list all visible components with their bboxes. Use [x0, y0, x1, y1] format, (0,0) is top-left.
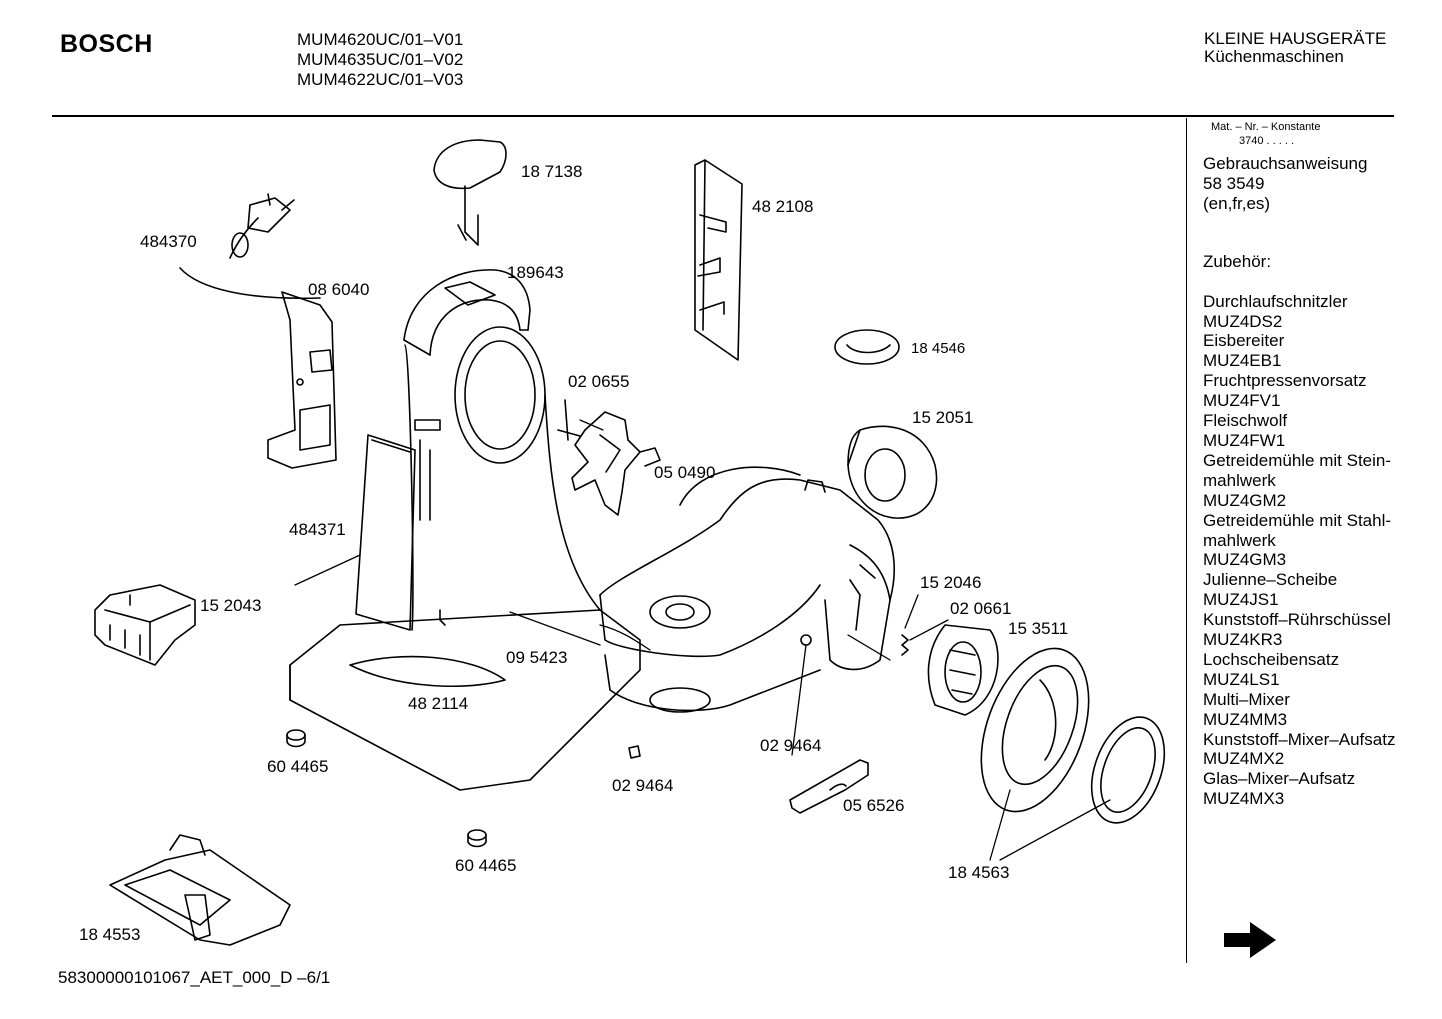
accessory-item: MUZ4DS2 — [1203, 311, 1283, 331]
label-020655: 02 0655 — [568, 372, 629, 391]
model-list: MUM4620UC/01–V01 MUM4635UC/01–V02 MUM462… — [297, 30, 463, 90]
label-482114: 48 2114 — [408, 694, 468, 713]
accessory-item: MUZ4MM3 — [1203, 709, 1288, 729]
accessory-item: MUZ4FW1 — [1203, 430, 1286, 450]
label-184553: 18 4553 — [79, 925, 140, 944]
manual-languages: (en,fr,es) — [1203, 193, 1271, 213]
label-050490: 05 0490 — [654, 463, 715, 482]
label-152046: 15 2046 — [920, 573, 981, 592]
model-2: MUM4635UC/01–V02 — [297, 50, 464, 69]
accessories-label: Zubehör: — [1203, 251, 1272, 271]
accessory-item: Eisbereiter — [1203, 331, 1285, 351]
part-handle-knob — [433, 139, 507, 246]
part-switch-bracket — [267, 291, 337, 469]
label-029464b: 02 9464 — [612, 776, 673, 795]
label-095423: 09 5423 — [506, 648, 567, 667]
label-484371: 484371 — [289, 520, 346, 539]
accessory-item: Getreidemühle mit Stein- — [1203, 450, 1392, 470]
part-front-panel — [355, 434, 416, 631]
label-482108: 48 2108 — [752, 197, 813, 216]
label-152043: 15 2043 — [200, 596, 261, 615]
category-block: KLEINE HAUSGERÄTE Küchenmaschinen — [1204, 30, 1386, 66]
next-page-arrow-icon[interactable] — [1220, 918, 1280, 962]
accessory-item: MUZ4MX2 — [1203, 749, 1285, 769]
label-189643: 189643 — [507, 263, 564, 282]
mat-value: 3740 . . . . . — [1239, 135, 1295, 147]
label-184546: 18 4546 — [911, 340, 965, 357]
accessory-item: mahlwerk — [1203, 530, 1276, 550]
accessory-item: Lochscheibensatz — [1203, 649, 1340, 669]
label-184563: 18 4563 — [948, 863, 1009, 882]
header-divider — [52, 115, 1394, 117]
model-1: MUM4620UC/01–V01 — [297, 30, 464, 49]
accessory-item: MUZ4GM3 — [1203, 550, 1287, 570]
leader-lines — [294, 419, 1111, 861]
part-spring — [901, 634, 909, 656]
part-foot-a — [286, 729, 306, 748]
part-labels: 18 7138 48 2108 484370 189643 08 6040 18… — [79, 162, 1068, 944]
mat-label: Mat. – Nr. – Konstante — [1211, 121, 1321, 133]
manual-label: Gebrauchsanweisung — [1203, 154, 1368, 173]
accessory-item: MUZ4GM2 — [1203, 490, 1287, 510]
accessory-item: Getreidemühle mit Stahl- — [1203, 510, 1392, 530]
part-filter-box — [94, 584, 196, 666]
label-056526: 05 6526 — [843, 796, 904, 815]
part-screw — [800, 634, 812, 646]
model-3: MUM4622UC/01–V03 — [297, 70, 464, 89]
part-motor-arm — [599, 466, 895, 713]
label-604465b: 60 4465 — [455, 856, 516, 875]
sidebar-divider — [1186, 118, 1187, 963]
brand-logo: BOSCH — [60, 30, 153, 58]
part-housing-base — [289, 326, 641, 791]
label-153511: 15 3511 — [1008, 619, 1068, 638]
accessory-item: MUZ4LS1 — [1203, 669, 1280, 689]
accessory-item: mahlwerk — [1203, 470, 1276, 490]
part-foot-b — [467, 829, 487, 848]
accessory-item: MUZ4JS1 — [1203, 590, 1279, 610]
subcategory-title: Küchenmaschinen — [1204, 47, 1344, 66]
accessory-item: Glas–Mixer–Aufsatz — [1203, 769, 1356, 789]
label-604465a: 60 4465 — [267, 757, 328, 776]
label-187138: 18 7138 — [521, 162, 582, 181]
part-drive-cross — [571, 411, 661, 516]
accessory-item: MUZ4MX3 — [1203, 789, 1285, 809]
part-power-cord — [179, 193, 321, 300]
accessory-item: Kunststoff–Mixer–Aufsatz — [1203, 729, 1396, 749]
accessory-item: Fruchtpressenvorsatz — [1203, 371, 1367, 391]
accessory-item: Multi–Mixer — [1203, 689, 1290, 709]
part-rail — [694, 159, 743, 361]
part-ring-cover — [847, 425, 938, 519]
part-pin — [557, 399, 581, 441]
accessory-list: Durchlaufschnitzler MUZ4DS2 Eisbereiter … — [1203, 292, 1395, 810]
category-title: KLEINE HAUSGERÄTE — [1204, 29, 1387, 48]
part-cap — [628, 745, 641, 759]
document-code: 58300000101067_AET_000_D –6/1 — [58, 968, 331, 987]
part-disc — [834, 329, 900, 365]
part-gear — [927, 624, 999, 716]
part-base-cover — [109, 834, 291, 946]
part-wrench — [789, 759, 869, 814]
label-020661: 02 0661 — [950, 599, 1011, 618]
part-cover-hood — [403, 269, 531, 356]
manual-number: 58 3549 — [1203, 173, 1265, 193]
sidebar: Mat. – Nr. – Konstante 3740 . . . . . Ge… — [1203, 120, 1395, 809]
exploded-parts-diagram: 18 7138 48 2108 484370 189643 08 6040 18… — [79, 139, 1166, 946]
accessory-item: MUZ4KR3 — [1203, 630, 1283, 650]
label-029464a: 02 9464 — [760, 736, 821, 755]
accessory-item: MUZ4FV1 — [1203, 391, 1281, 411]
accessory-item: Julienne–Scheibe — [1203, 570, 1338, 590]
accessory-item: Kunststoff–Rührschüssel — [1203, 610, 1391, 630]
part-rings — [980, 647, 1166, 824]
label-086040: 08 6040 — [308, 280, 369, 299]
accessory-item: Fleischwolf — [1203, 411, 1288, 431]
label-484370: 484370 — [140, 232, 197, 251]
accessory-item: Durchlaufschnitzler — [1203, 291, 1348, 311]
accessory-item: MUZ4EB1 — [1203, 351, 1282, 371]
label-152051: 15 2051 — [912, 408, 973, 427]
